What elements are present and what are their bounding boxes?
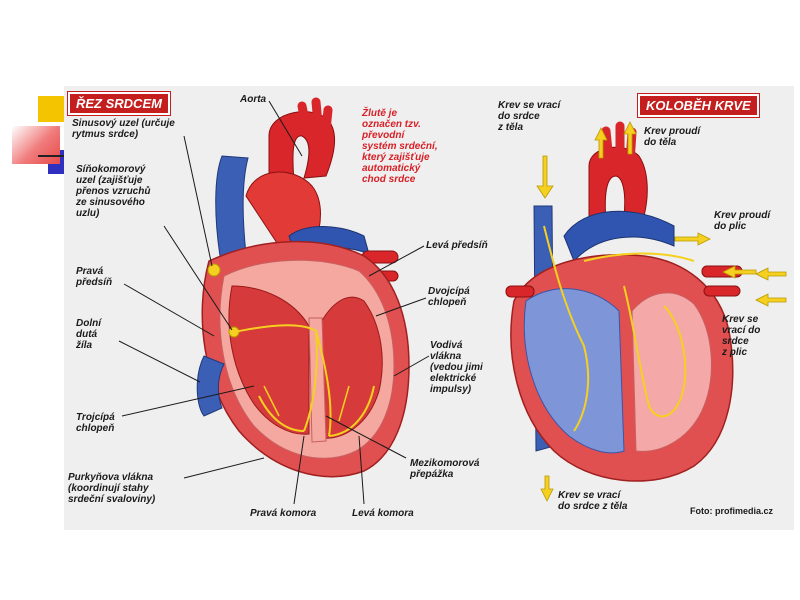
left-heart-cross-section: [196, 97, 410, 478]
label-leva-predsin: Levá předsíň: [426, 240, 488, 251]
heart-illustration: [118, 97, 787, 505]
label-krev-proudi-do-tela: Krev proudí do těla: [644, 126, 701, 148]
label-krev-vraci-z-tela-top: Krev se vrací do srdce z těla: [498, 100, 561, 133]
label-mezikomorova-prepazka: Mezikomorová přepážka: [410, 458, 480, 480]
flow-arrows: [536, 121, 787, 502]
label-dvojcipa-chlopen: Dvojcípá chlopeň: [428, 286, 470, 308]
label-leva-komora: Levá komora: [352, 508, 414, 519]
deco-square-yellow: [38, 96, 64, 122]
deco-square-pink: [12, 126, 60, 164]
label-sinusovy-uzel: Sinusový uzel (určuje rytmus srdce): [72, 118, 175, 140]
right-heart-circulation: [505, 121, 743, 482]
left-title: ŘEZ SRDCEM: [68, 92, 170, 115]
label-prava-predsin: Pravá předsíň: [76, 266, 113, 288]
label-sinokomorovy-uzel: Síňokomorový uzel (zajišťuje přenos vzru…: [76, 164, 151, 219]
right-title: KOLOBĚH KRVE: [638, 94, 759, 117]
label-aorta: Aorta: [240, 94, 267, 105]
label-vodiva-vlakna: Vodivá vlákna (vedou jimi elektrické imp…: [430, 340, 483, 395]
label-krev-vraci-z-tela-bottom: Krev se vrací do srdce z těla: [558, 490, 628, 512]
label-tricipa-chlopen: Trojcípá chlopeň: [76, 412, 115, 434]
label-dolni-duta-zila: Dolní dutá žíla: [76, 318, 101, 351]
label-prava-komora: Pravá komora: [250, 508, 317, 519]
heart-diagram-panel: ŘEZ SRDCEM KOLOBĚH KRVE Sinusový uzel (u…: [64, 86, 794, 530]
label-krev-vraci-z-plic: Krev se vrací do srdce z plic: [722, 314, 761, 358]
label-conduction-note: Žlutě je označen tzv. převodní systém sr…: [362, 108, 438, 185]
label-purkynova-vlakna: Purkyňova vlákna (koordinují stahy srdeč…: [68, 472, 156, 505]
deco-line: [38, 155, 66, 157]
photo-credit: Foto: profimedia.cz: [690, 506, 773, 516]
leader-lines: [118, 100, 430, 505]
label-krev-proudi-do-plic: Krev proudí do plic: [714, 210, 771, 232]
